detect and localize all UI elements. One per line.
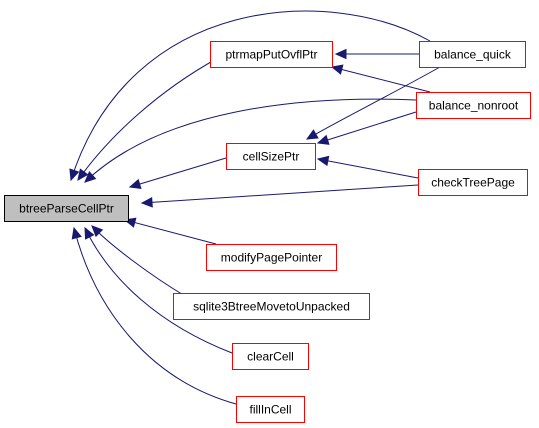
- node-box[interactable]: [173, 293, 370, 320]
- edge-line: [73, 227, 237, 405]
- arrowhead-icon: [69, 168, 80, 182]
- node-label: balance_nonroot: [429, 99, 519, 113]
- node-label: btreeParseCellPtr: [19, 202, 114, 216]
- node-clearCell[interactable]: clearCell: [232, 343, 309, 370]
- edge-line: [91, 225, 186, 297]
- edge-line: [317, 111, 417, 144]
- edge-line: [141, 184, 419, 204]
- edge-line: [331, 66, 431, 93]
- arrowhead-icon: [316, 134, 330, 145]
- node-box[interactable]: [418, 169, 528, 196]
- node-label: modifyPagePointer: [221, 251, 322, 265]
- node-label: fillInCell: [249, 403, 291, 417]
- edge-sqlite3BtreeMovetoUnpacked-to-btreeParseCellPtr: [91, 225, 186, 297]
- edge-cellSizePtr-to-btreeParseCellPtr: [128, 157, 227, 190]
- node-balance_nonroot[interactable]: balance_nonroot: [416, 92, 531, 119]
- node-label: balance_quick: [434, 48, 512, 62]
- edge-balance_quick-to-btreeParseCellPtr: [69, 10, 431, 182]
- edge-checkTreePage-to-cellSizePtr: [316, 155, 419, 179]
- edge-modifyPagePointer-to-btreeParseCellPtr: [123, 217, 217, 245]
- edge-line: [129, 157, 227, 188]
- node-box[interactable]: [416, 92, 531, 119]
- arrowhead-icon: [84, 226, 95, 240]
- node-label: checkTreePage: [431, 176, 515, 190]
- arrowhead-icon: [91, 225, 104, 238]
- edge-balance_quick-to-ptrmapPutOvflPtr: [334, 48, 419, 60]
- node-sqlite3BtreeMovetoUnpacked[interactable]: sqlite3BtreeMovetoUnpacked: [173, 293, 370, 320]
- edge-line: [77, 57, 219, 181]
- edge-clearCell-to-btreeParseCellPtr: [84, 226, 233, 354]
- node-cellSizePtr[interactable]: cellSizePtr: [226, 143, 316, 170]
- arrowhead-icon: [77, 168, 89, 181]
- edge-line: [317, 158, 419, 179]
- node-checkTreePage[interactable]: checkTreePage: [418, 169, 528, 196]
- edge-fillInCell-to-btreeParseCellPtr: [71, 226, 237, 405]
- edge-line: [124, 219, 217, 245]
- node-label: sqlite3BtreeMovetoUnpacked: [193, 300, 350, 314]
- edge-ptrmapPutOvflPtr-to-btreeParseCellPtr: [77, 57, 219, 181]
- node-box[interactable]: [236, 396, 305, 423]
- node-box[interactable]: [419, 41, 526, 68]
- arrowhead-icon: [305, 129, 319, 140]
- node-box[interactable]: [232, 343, 309, 370]
- edge-line: [84, 227, 233, 354]
- node-balance_quick[interactable]: balance_quick: [419, 41, 526, 68]
- node-label: cellSizePtr: [243, 150, 300, 164]
- edge-line: [306, 66, 441, 140]
- nodes-layer: btreeParseCellPtr ptrmapPutOvflPtr balance…: [4, 41, 531, 423]
- edge-balance_nonroot-to-cellSizePtr: [316, 111, 417, 145]
- node-box[interactable]: [210, 41, 333, 68]
- arrowhead-icon: [330, 64, 344, 75]
- node-fillInCell[interactable]: fillInCell: [236, 396, 305, 423]
- arrowhead-icon: [128, 178, 142, 190]
- arrowhead-icon: [71, 226, 82, 240]
- node-modifyPagePointer[interactable]: modifyPagePointer: [206, 244, 337, 271]
- node-box[interactable]: [206, 244, 337, 271]
- node-btreeParseCellPtr[interactable]: btreeParseCellPtr: [4, 195, 129, 222]
- node-ptrmapPutOvflPtr[interactable]: ptrmapPutOvflPtr: [210, 41, 333, 68]
- node-label: ptrmapPutOvflPtr: [225, 48, 317, 62]
- edge-balance_nonroot-to-ptrmapPutOvflPtr: [330, 64, 431, 93]
- arrowhead-icon: [140, 197, 153, 208]
- arrowhead-icon: [84, 171, 97, 183]
- node-label: clearCell: [247, 350, 294, 364]
- edge-line: [70, 10, 431, 181]
- edge-line: [84, 98, 417, 183]
- edge-balance_nonroot-to-btreeParseCellPtr: [84, 98, 417, 183]
- edge-checkTreePage-to-btreeParseCellPtr: [140, 184, 419, 208]
- edge-balance_quick-to-cellSizePtr: [305, 66, 441, 140]
- node-box[interactable]: [226, 143, 316, 170]
- edges-layer: [69, 10, 441, 405]
- arrowhead-icon: [316, 155, 330, 167]
- node-box[interactable]: [4, 195, 129, 222]
- arrowhead-icon: [334, 48, 347, 60]
